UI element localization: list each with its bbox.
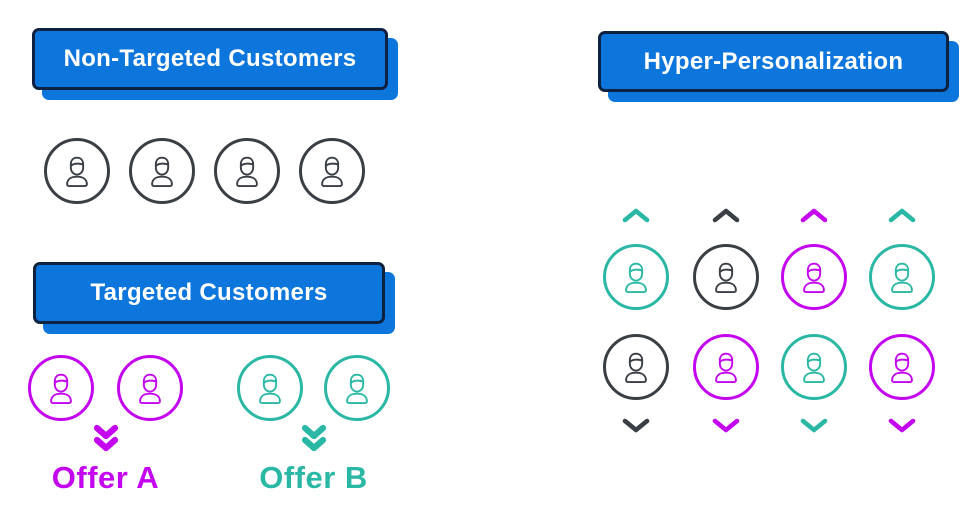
person-icon	[236, 156, 258, 187]
customer-avatar	[237, 355, 303, 421]
double-chevron-down-icon	[93, 424, 119, 454]
person-icon	[715, 262, 737, 293]
person-icon	[803, 352, 825, 383]
offer-a-label: Offer A	[51, 460, 160, 495]
targeted-title: Targeted Customers	[90, 279, 328, 306]
non-targeted-title: Non-Targeted Customers	[63, 45, 357, 72]
customer-avatar	[693, 334, 759, 400]
chevron-down-icon	[621, 416, 651, 434]
customer-avatar	[781, 244, 847, 310]
chevron-up-icon	[711, 206, 741, 224]
customer-avatar	[117, 355, 183, 421]
hyper-column	[869, 206, 935, 434]
hyper-personalization-title: Hyper-Personalization	[643, 47, 904, 75]
customer-avatar	[299, 138, 365, 204]
offer-a-group: Offer A	[28, 355, 183, 496]
chevron-down-icon	[711, 416, 741, 434]
person-icon	[625, 352, 647, 383]
chevron-up-icon	[799, 206, 829, 224]
person-icon	[50, 373, 72, 404]
customer-avatar	[324, 355, 390, 421]
customer-avatar	[869, 244, 935, 310]
person-icon	[715, 352, 737, 383]
person-icon	[321, 156, 343, 187]
person-icon	[891, 352, 913, 383]
person-icon	[625, 262, 647, 293]
hyper-column	[781, 206, 847, 434]
hyper-personalization-header: Hyper-Personalization	[598, 31, 959, 102]
chevron-up-icon	[887, 206, 917, 224]
targeted-header: Targeted Customers	[33, 262, 395, 334]
customer-avatar	[44, 138, 110, 204]
customer-avatar	[129, 138, 195, 204]
person-icon	[151, 156, 173, 187]
header-face: Targeted Customers	[33, 262, 385, 324]
header-face: Hyper-Personalization	[598, 31, 949, 92]
customer-avatar	[28, 355, 94, 421]
offer-b-label: Offer B	[259, 460, 368, 495]
person-icon	[346, 373, 368, 404]
person-icon	[66, 156, 88, 187]
chevron-down-icon	[887, 416, 917, 434]
non-targeted-customers-row	[44, 138, 365, 204]
chevron-up-icon	[621, 206, 651, 224]
customer-avatar	[869, 334, 935, 400]
customer-avatar	[214, 138, 280, 204]
chevron-down-icon	[799, 416, 829, 434]
person-icon	[259, 373, 281, 404]
header-face: Non-Targeted Customers	[32, 28, 388, 90]
customer-avatar	[603, 244, 669, 310]
offer-b-group: Offer B	[237, 355, 390, 496]
offer-b-customers	[237, 355, 390, 421]
person-icon	[803, 262, 825, 293]
hyper-column	[693, 206, 759, 434]
person-icon	[139, 373, 161, 404]
double-chevron-down-icon	[301, 424, 327, 454]
customer-avatar	[693, 244, 759, 310]
customer-avatar	[781, 334, 847, 400]
person-icon	[891, 262, 913, 293]
customer-avatar	[603, 334, 669, 400]
offer-a-customers	[28, 355, 183, 421]
hyper-column	[603, 206, 669, 434]
non-targeted-header: Non-Targeted Customers	[32, 28, 398, 100]
